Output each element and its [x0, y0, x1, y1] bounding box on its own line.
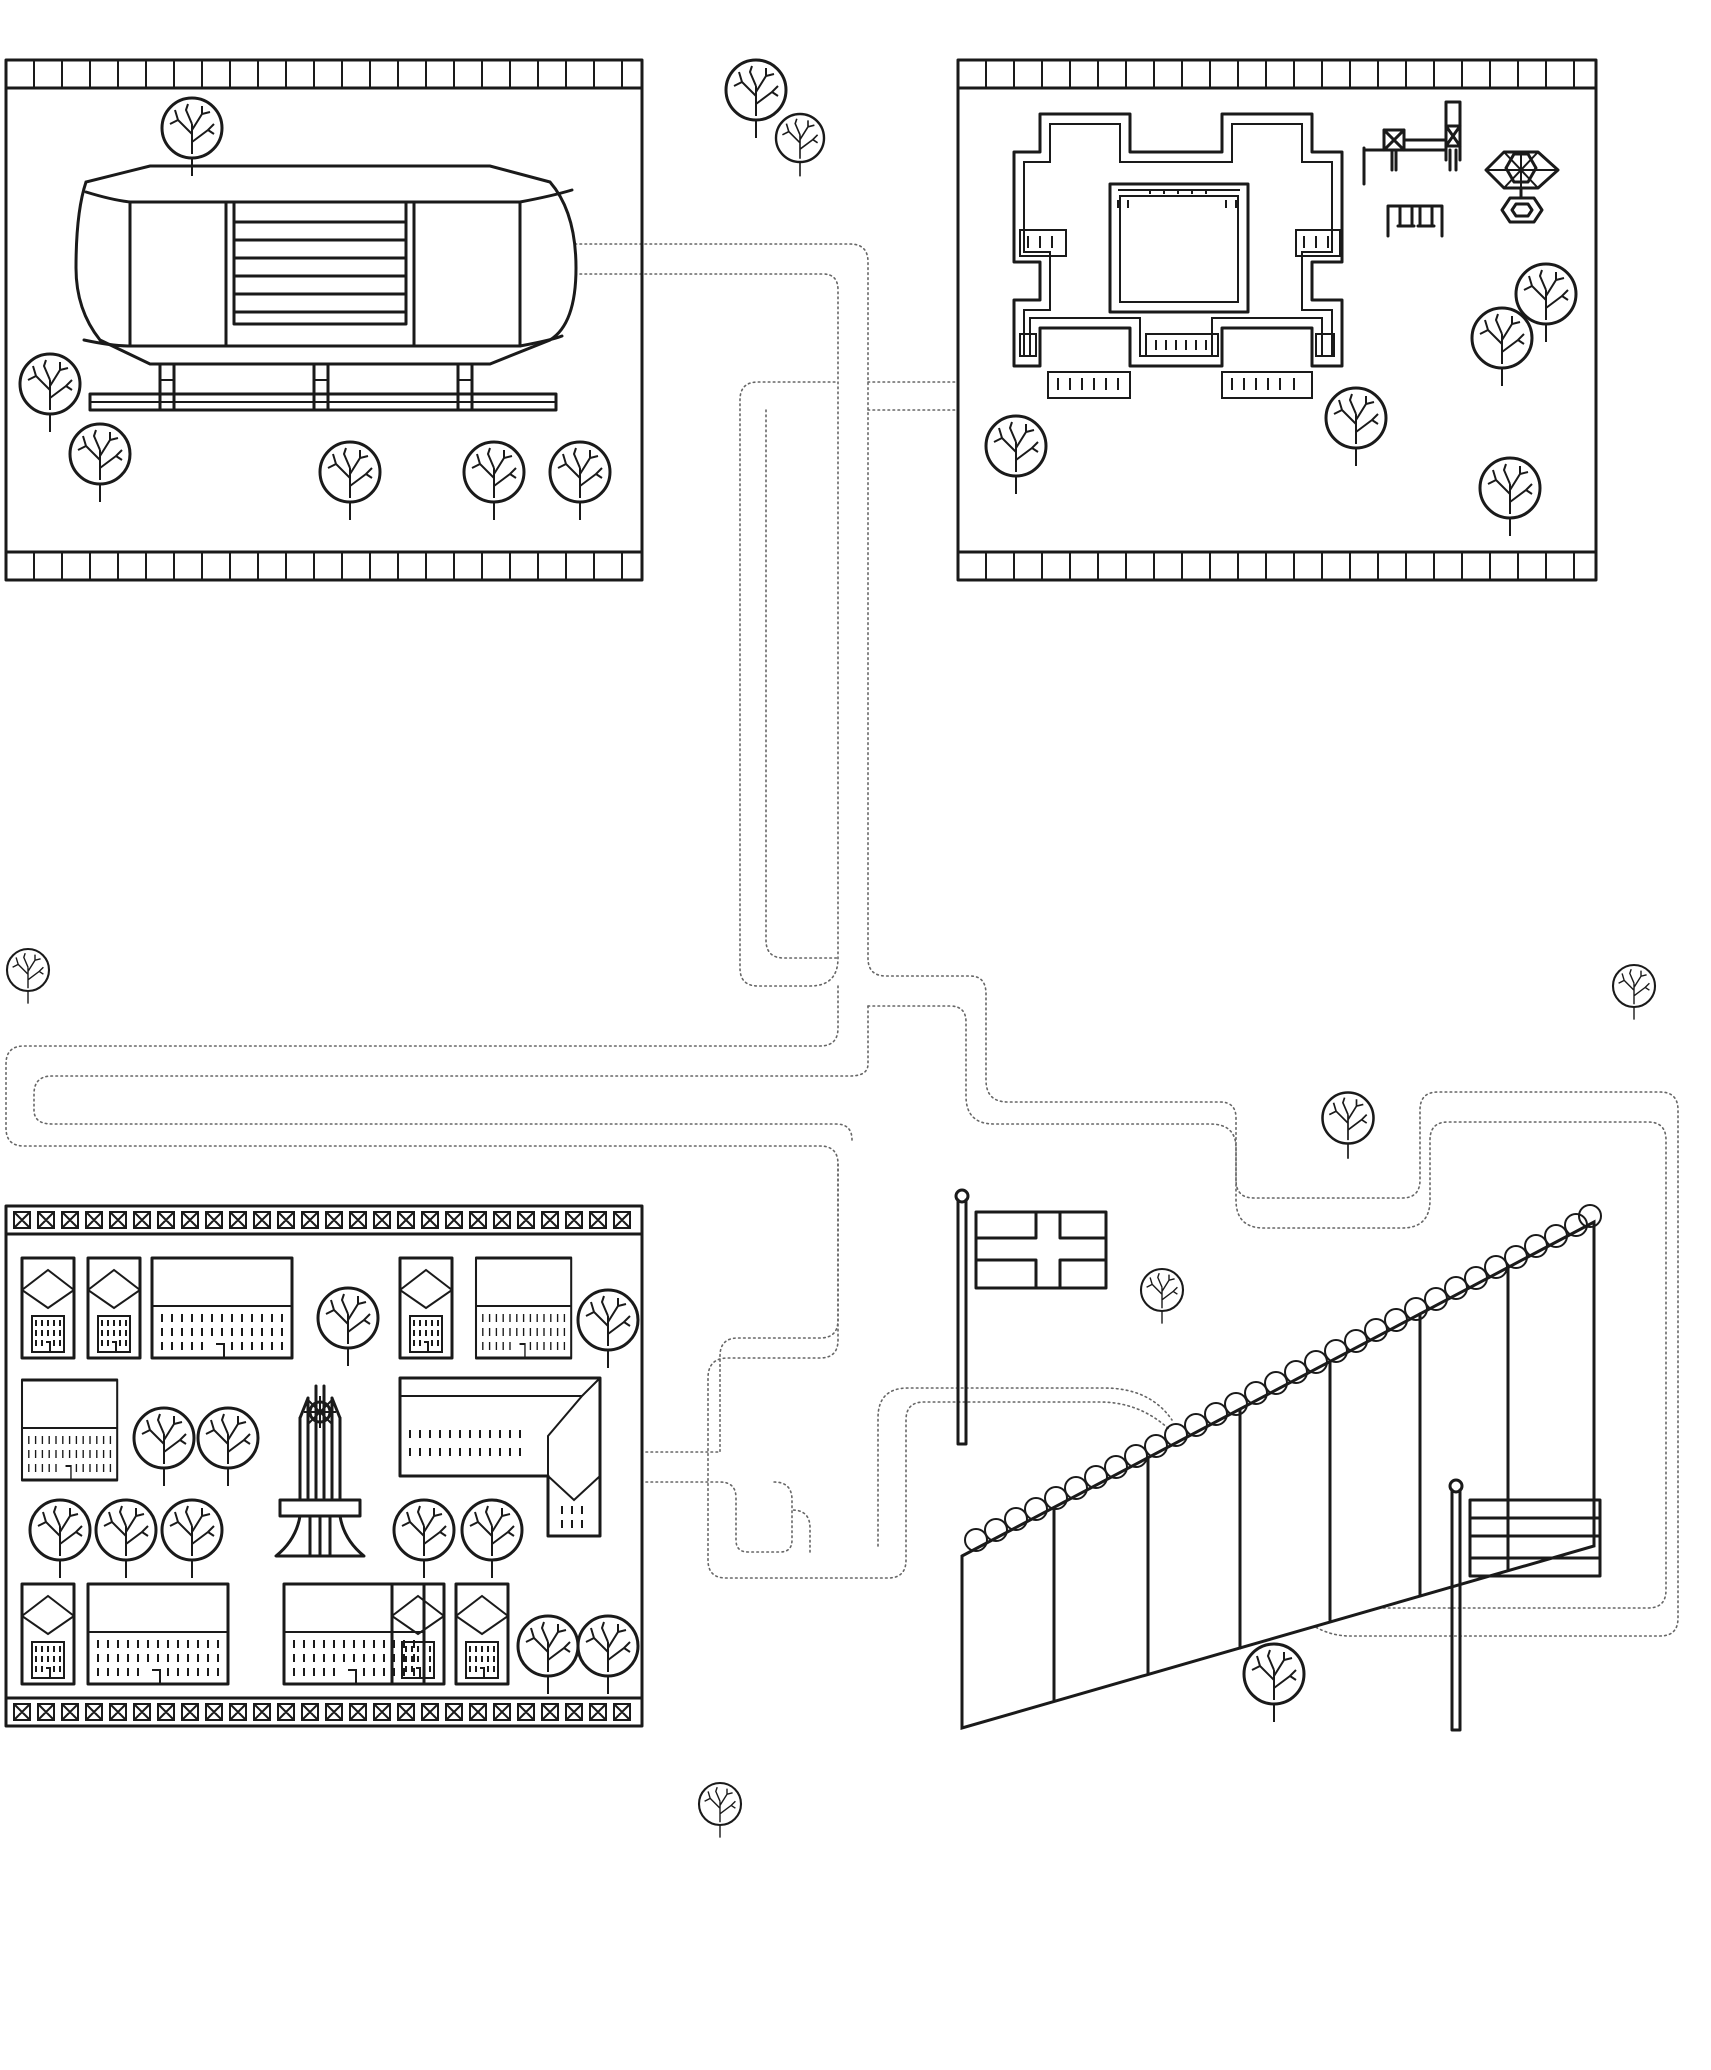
tree-icon: [1321, 1091, 1375, 1161]
tree-icon: [1611, 963, 1657, 1021]
fortress-block: [956, 58, 1598, 582]
tree-icon: [1470, 306, 1534, 388]
tree-icon: [94, 1498, 158, 1580]
wall-with-barbed-wire-icon: [960, 1204, 1602, 1730]
stadium-block: [4, 58, 644, 582]
row-house-icon: [150, 1256, 294, 1360]
tree-icon: [516, 1614, 580, 1696]
tree-icon: [196, 1406, 260, 1488]
tree-icon: [460, 1498, 524, 1580]
tree-icon: [1139, 1267, 1185, 1325]
tree-icon: [318, 440, 382, 522]
tree-icon: [576, 1288, 640, 1370]
tree-icon: [462, 440, 526, 522]
tree-icon: [724, 58, 788, 140]
tree-icon: [316, 1286, 380, 1368]
tree-icon: [1242, 1642, 1306, 1724]
l-shaped-building-icon: [398, 1376, 602, 1538]
tree-icon: [392, 1498, 456, 1580]
tree-icon: [28, 1498, 92, 1580]
tree-icon: [160, 1498, 224, 1580]
monument-icon: [274, 1384, 366, 1558]
nordic-cross-flag-icon: [954, 1188, 1108, 1446]
striped-flag-icon: [1448, 1478, 1602, 1732]
house-icon: [390, 1582, 446, 1686]
gazebo-icon: [1484, 150, 1560, 224]
house-icon: [454, 1582, 510, 1686]
tree-icon: [160, 96, 224, 178]
tree-icon: [18, 352, 82, 434]
star-fort-icon: [1012, 112, 1344, 399]
route-path: [5, 243, 1679, 1637]
tree-icon: [548, 440, 612, 522]
tree-icon: [1514, 262, 1578, 344]
row-house-icon: [86, 1582, 230, 1686]
row-house-icon: [20, 1378, 119, 1482]
house-icon: [20, 1256, 76, 1360]
tree-icon: [984, 414, 1048, 496]
tree-icon: [68, 422, 132, 504]
tree-icon: [697, 1781, 743, 1839]
row-house-icon: [474, 1256, 573, 1360]
house-icon: [20, 1582, 76, 1686]
tree-icon: [1324, 386, 1388, 468]
town-block: [4, 1204, 644, 1728]
tree-icon: [576, 1614, 640, 1696]
house-icon: [86, 1256, 142, 1360]
house-icon: [398, 1256, 454, 1360]
stadium-icon: [74, 164, 578, 412]
tree-icon: [1478, 456, 1542, 538]
playground-icon: [1362, 100, 1462, 238]
border-wall: [954, 1188, 1602, 1732]
tree-icon: [774, 112, 826, 178]
tree-icon: [5, 947, 51, 1005]
tree-icon: [132, 1406, 196, 1488]
